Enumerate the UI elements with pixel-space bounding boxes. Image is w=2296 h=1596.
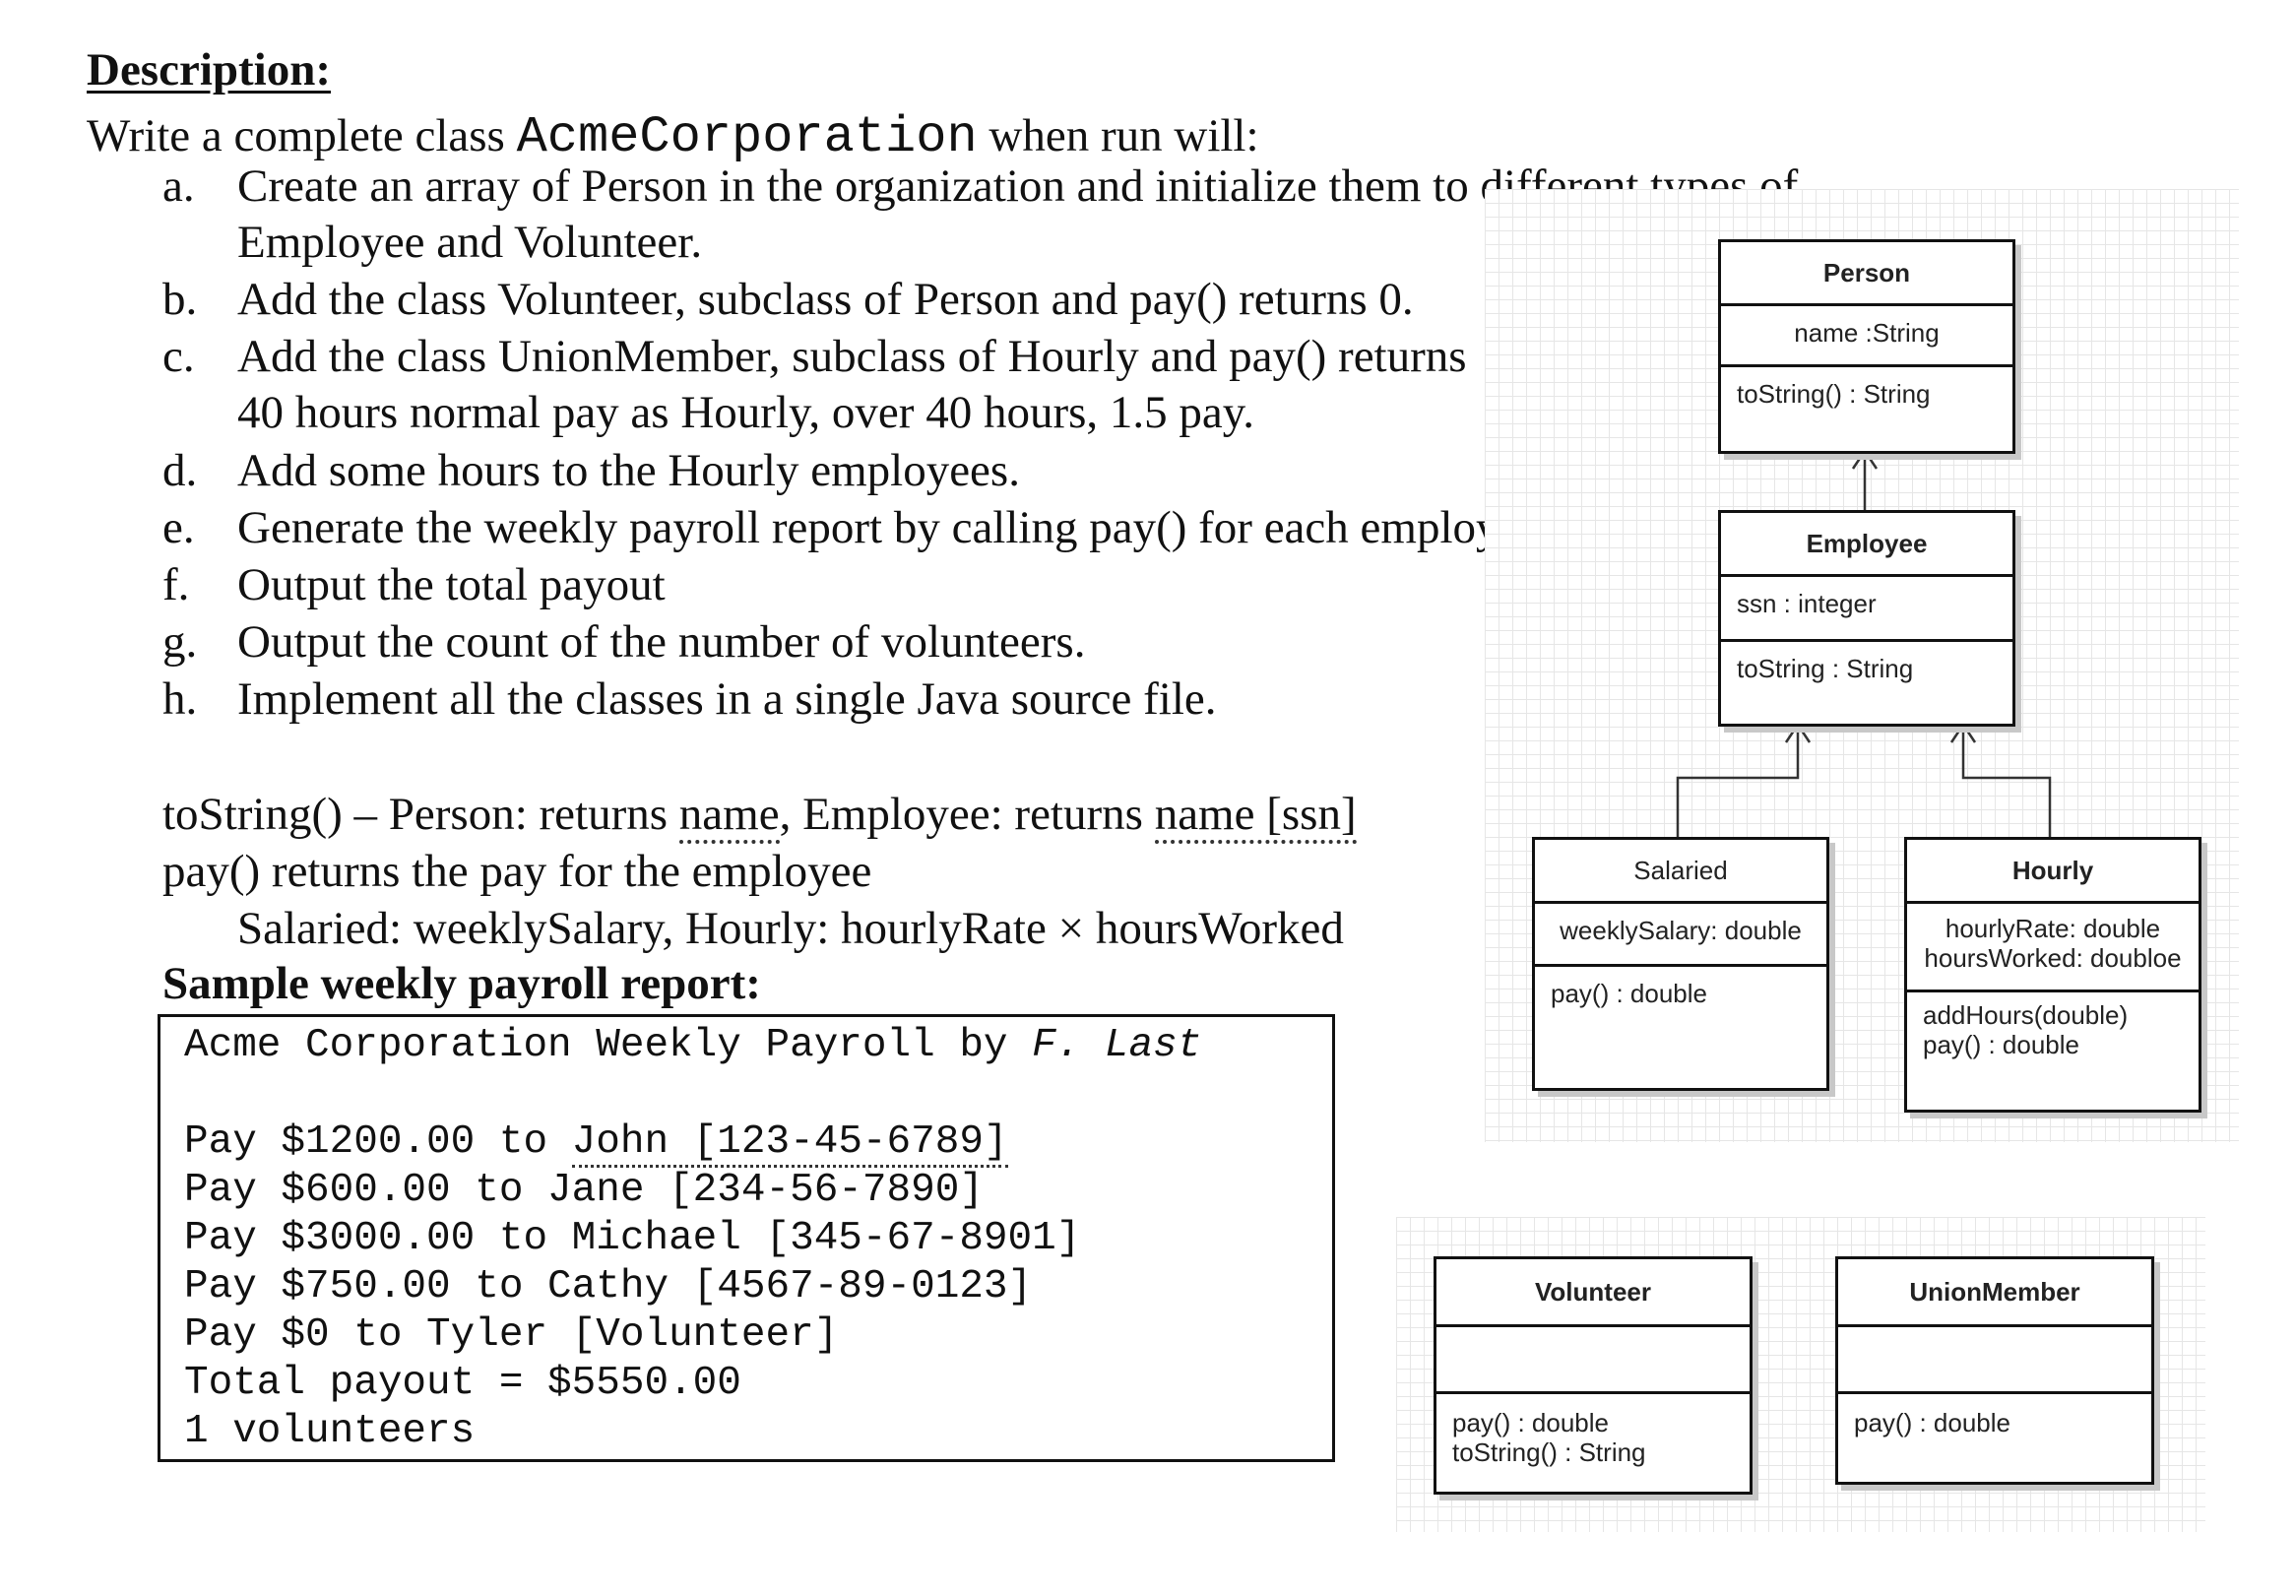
arrow-salaried-employee: [1676, 725, 1800, 837]
requirement-b: b. Add the class Volunteer, subclass of P…: [162, 272, 1414, 328]
pay-detail: Salaried: weeklySalary, Hourly: hourlyRa…: [237, 903, 1344, 954]
attribute: hoursWorked: doubloe: [1924, 943, 2182, 973]
class-attributes: [1838, 1324, 2151, 1391]
attribute: name :String: [1794, 318, 1940, 348]
operation: addHours(double): [1923, 1000, 2129, 1030]
requirement-g: g. Output the count of the number of volu…: [162, 614, 1085, 670]
requirement-letter: c.: [162, 331, 195, 382]
report-line: Pay $0 to Tyler [Volunteer]: [184, 1312, 839, 1358]
report-volunteer-count: 1 volunteers: [184, 1409, 476, 1454]
report-header-prefix: Acme Corporation Weekly Payroll by: [184, 1023, 1033, 1068]
sample-report: Acme Corporation Weekly Payroll by F. La…: [158, 1014, 1335, 1462]
report-header: Acme Corporation Weekly Payroll by F. La…: [184, 1023, 1201, 1068]
class-operations: pay() : double toString() : String: [1436, 1391, 1750, 1479]
sample-report-title: Sample weekly payroll report:: [162, 958, 761, 1009]
requirement-text: Add some hours to the Hourly employees.: [237, 445, 1020, 496]
arrow-hourly-employee: [1961, 725, 2052, 837]
class-name: Salaried: [1633, 855, 1728, 885]
class-operations: pay() : double: [1535, 964, 1826, 1020]
operation: pay() : double: [1923, 1030, 2079, 1059]
operation: toString : String: [1737, 654, 1914, 683]
report-total: Total payout = $5550.00: [184, 1361, 741, 1406]
class-attributes: hourlyRate: double hoursWorked: doubloe: [1907, 901, 2199, 990]
operation: pay() : double: [1854, 1408, 2010, 1437]
class-name: Employee: [1806, 528, 1928, 558]
requirement-letter: f.: [162, 559, 190, 610]
uml-class-hourly: Hourly hourlyRate: double hoursWorked: d…: [1904, 837, 2201, 1113]
report-author: F. Last: [1032, 1023, 1202, 1068]
class-operations: toString : String: [1721, 639, 2012, 695]
intro-after: when run will:: [977, 110, 1259, 161]
requirement-text: Implement all the classes in a single Ja…: [237, 673, 1217, 725]
attribute: hourlyRate: double: [1945, 914, 2161, 943]
intro-line: Write a complete class AcmeCorporation w…: [87, 108, 1259, 166]
class-operations: addHours(double) pay() : double: [1907, 990, 2199, 1071]
report-line-john: Pay $1200.00 to John [123-45-6789]: [184, 1119, 1008, 1168]
class-attributes: ssn : integer: [1721, 574, 2012, 639]
tostring-name-ssn: name [ssn]: [1154, 789, 1357, 844]
page-title: Description:: [87, 44, 332, 96]
requirement-text: Add the class Volunteer, subclass of Per…: [237, 274, 1414, 325]
class-attributes: weeklySalary: double: [1535, 901, 1826, 964]
report-line: Pay $3000.00 to Michael [345-67-8901]: [184, 1216, 1081, 1261]
class-attributes: name :String: [1721, 303, 2012, 364]
report-line: Pay $600.00 to Jane [234-56-7890]: [184, 1168, 984, 1213]
operation: pay() : double: [1551, 979, 1707, 1008]
operation: toString() : String: [1452, 1437, 1646, 1467]
uml-class-salaried: Salaried weeklySalary: double pay() : do…: [1532, 837, 1829, 1091]
uml-class-volunteer: Volunteer pay() : double toString() : St…: [1434, 1256, 1753, 1495]
requirement-letter: g.: [162, 616, 198, 668]
class-attributes: [1436, 1324, 1750, 1391]
requirement-d: d. Add some hours to the Hourly employees…: [162, 443, 1020, 499]
requirement-letter: b.: [162, 274, 198, 325]
class-operations: pay() : double: [1838, 1391, 2151, 1449]
requirement-letter: d.: [162, 445, 198, 496]
requirement-text: 40 hours normal pay as Hourly, over 40 h…: [237, 387, 1254, 438]
requirement-f: f. Output the total payout: [162, 557, 666, 613]
requirement-letter: h.: [162, 673, 198, 725]
class-name: UnionMember: [1909, 1276, 2080, 1307]
class-name: AcmeCorporation: [516, 108, 978, 166]
requirement-a: a.Create an array of Person in the organ…: [162, 159, 1798, 271]
tostring-prefix: toString() – Person: returns: [162, 789, 679, 840]
report-john-prefix: Pay $1200.00 to: [184, 1119, 572, 1165]
requirement-text: Output the total payout: [237, 559, 666, 610]
operation: toString() : String: [1737, 379, 1931, 409]
class-name: Person: [1822, 257, 1911, 287]
requirement-h: h. Implement all the classes in a single …: [162, 671, 1217, 728]
class-name: Volunteer: [1535, 1276, 1651, 1307]
tostring-name: name: [678, 789, 780, 844]
intro-before: Write a complete class: [87, 110, 517, 161]
report-line: Pay $750.00 to Cathy [4567-89-0123]: [184, 1264, 1033, 1309]
uml-class-employee: Employee ssn : integer toString : String: [1718, 510, 2015, 727]
tostring-note: toString() – Person: returns name, Emplo…: [162, 788, 1357, 844]
attribute: ssn : integer: [1737, 589, 1877, 618]
requirement-text: Add the class UnionMember, subclass of H…: [237, 331, 1467, 382]
uml-class-unionmember: UnionMember pay() : double: [1835, 1256, 2154, 1485]
class-name: Hourly: [2011, 855, 2094, 885]
requirement-text: Employee and Volunteer.: [237, 217, 703, 268]
report-john-name: John [123-45-6789]: [571, 1119, 1008, 1168]
pay-note: pay() returns the pay for the employee: [162, 846, 872, 897]
uml-class-person: Person name :String toString() : String: [1718, 239, 2015, 454]
requirement-c: c. Add the class UnionMember, subclass of…: [162, 329, 1467, 441]
requirement-text: Generate the weekly payroll report by ca…: [237, 502, 1552, 553]
requirement-letter: a.: [162, 160, 195, 212]
requirement-text: Output the count of the number of volunt…: [237, 616, 1086, 668]
requirement-e: e. Generate the weekly payroll report by …: [162, 500, 1552, 556]
operation: pay() : double: [1452, 1408, 1609, 1437]
class-operations: toString() : String: [1721, 364, 2012, 420]
requirement-letter: e.: [162, 502, 195, 553]
attribute: weeklySalary: double: [1560, 916, 1802, 945]
tostring-mid: , Employee: returns: [779, 789, 1155, 840]
